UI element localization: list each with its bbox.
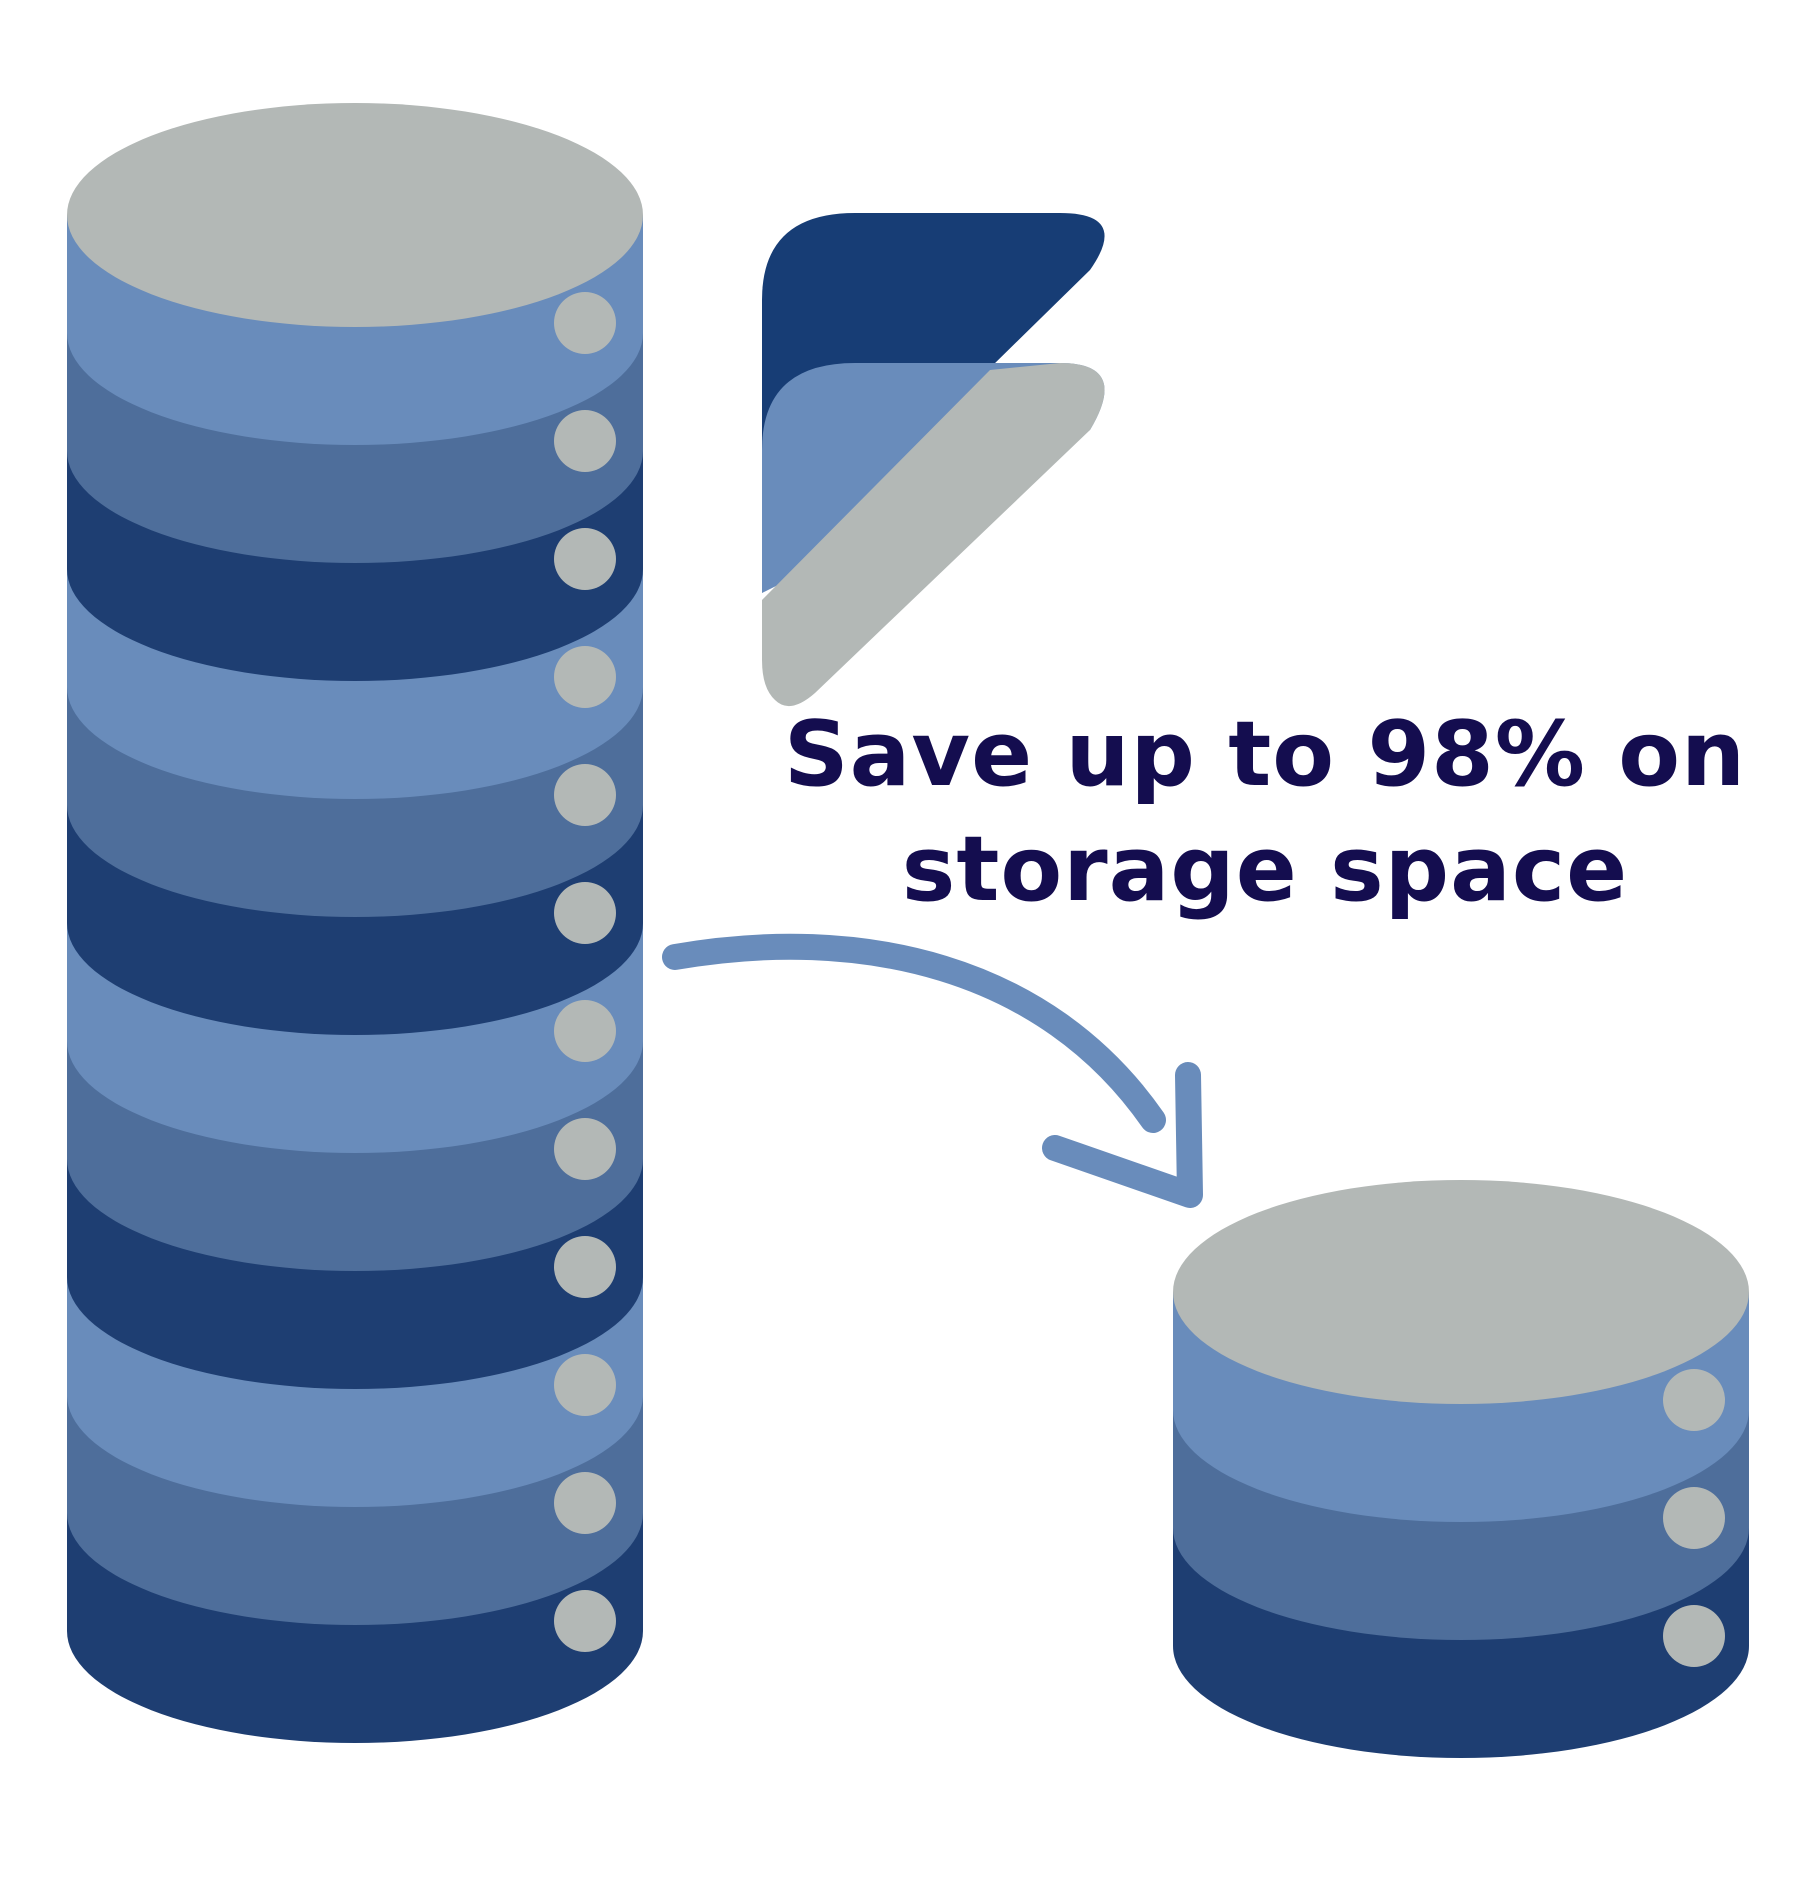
large-db-indicator-dot bbox=[554, 1472, 616, 1534]
large-db-indicator-dot bbox=[554, 410, 616, 472]
large-db-indicator-dot bbox=[554, 292, 616, 354]
database-small-icon bbox=[1173, 1180, 1749, 1758]
large-db-indicator-dot bbox=[554, 882, 616, 944]
small-db-top-cap bbox=[1173, 1180, 1749, 1404]
large-db-top-cap bbox=[67, 103, 643, 327]
large-db-indicator-dot bbox=[554, 528, 616, 590]
headline-line-1: Save up to 98% on bbox=[784, 702, 1746, 807]
large-db-indicator-dot bbox=[554, 1354, 616, 1416]
logo-light-shape bbox=[762, 363, 1105, 707]
large-db-indicator-dot bbox=[554, 1590, 616, 1652]
large-db-indicator-dot bbox=[554, 646, 616, 708]
large-db-indicator-dot bbox=[554, 764, 616, 826]
large-db-indicator-dot bbox=[554, 1236, 616, 1298]
headline: Save up to 98% on storage space bbox=[784, 702, 1746, 922]
database-large-icon bbox=[67, 103, 643, 1743]
large-db-indicator-dot bbox=[554, 1000, 616, 1062]
headline-line-2: storage space bbox=[902, 817, 1628, 922]
large-db-indicator-dot bbox=[554, 1118, 616, 1180]
small-db-indicator-dot bbox=[1663, 1369, 1725, 1431]
brand-logo-icon bbox=[762, 213, 1105, 707]
small-db-indicator-dot bbox=[1663, 1605, 1725, 1667]
arrow-head bbox=[1042, 1062, 1203, 1208]
small-db-indicator-dot bbox=[1663, 1487, 1725, 1549]
arrow-shaft bbox=[662, 933, 1166, 1133]
curved-arrow-icon bbox=[662, 933, 1203, 1208]
